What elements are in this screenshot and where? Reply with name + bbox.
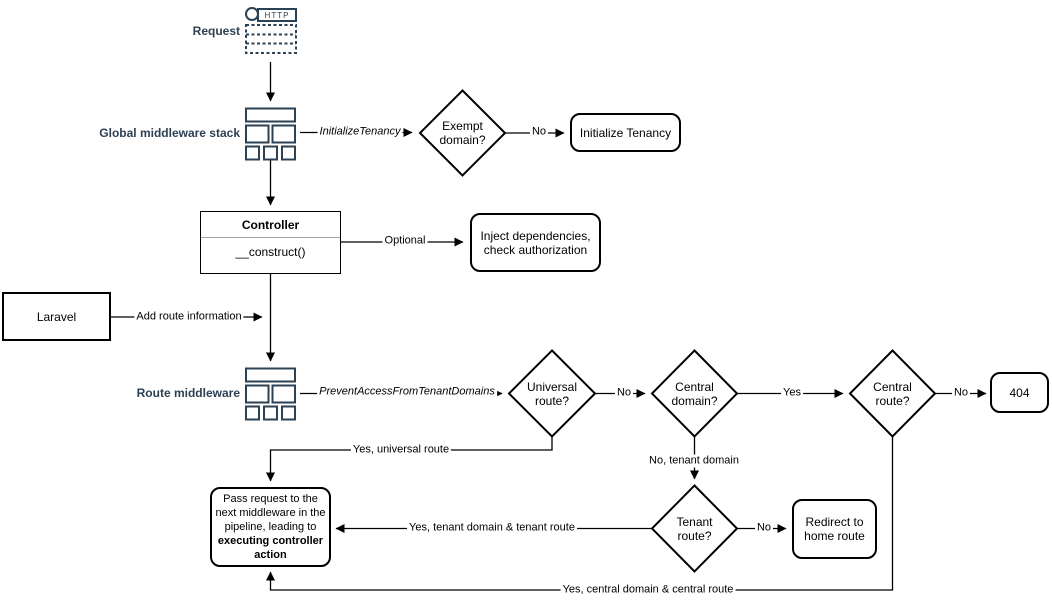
pass-request-text: Pass request to the next middleware in t… <box>212 490 329 564</box>
edge-label-exempt-no: No <box>529 125 549 139</box>
pass-request-text-normal: Pass request to the next middleware in t… <box>215 493 326 533</box>
edge-label-central-domain-yes: Yes <box>781 386 803 400</box>
tenant-route-text: Tenant route? <box>676 514 713 543</box>
edge-label-add-route-information: Add route information <box>134 310 244 324</box>
redirect-home-box: Redirect to home route <box>792 499 877 559</box>
inject-dependencies-box: Inject dependencies, check authorization <box>470 213 601 272</box>
tenant-route-diamond <box>650 484 739 573</box>
request-label: Request <box>192 24 240 38</box>
edge-label-optional: Optional <box>382 234 428 248</box>
edge-label-central-route-yes: Yes, central domain & central route <box>560 583 736 597</box>
pass-request-text-bold: executing controller action <box>217 535 324 561</box>
initialize-tenancy-box: Initialize Tenancy <box>570 113 681 152</box>
exempt-domain-diamond <box>418 89 507 177</box>
middleware-stack-icon-global <box>245 107 296 161</box>
not-found-box: 404 <box>990 372 1049 413</box>
edge-label-initialize-tenancy-middleware: InitializeTenancy <box>317 125 403 139</box>
central-route-diamond <box>848 349 937 438</box>
controller-box: Controller __construct() <box>200 211 341 274</box>
edge-label-tenant-yes: Yes, tenant domain & tenant route <box>407 521 577 535</box>
central-route-text: Central route? <box>873 379 912 408</box>
central-domain-text: Central domain? <box>671 379 718 408</box>
universal-route-diamond <box>507 349 597 438</box>
exempt-domain-text: Exempt domain? <box>439 119 486 147</box>
central-domain-diamond <box>650 349 739 438</box>
universal-route-text: Universal route? <box>526 379 577 408</box>
middleware-stack-icon-route <box>245 367 296 421</box>
global-middleware-label: Global middleware stack <box>99 126 240 140</box>
edge-label-universal-yes: Yes, universal route <box>350 443 452 457</box>
http-request-icon: HTTP <box>245 7 297 54</box>
controller-method: __construct() <box>201 237 340 259</box>
edge-label-tenant-no: No <box>754 521 774 535</box>
pass-request-box: Pass request to the next middleware in t… <box>210 487 331 567</box>
edge-label-central-domain-no: No, tenant domain <box>647 454 741 468</box>
edge-label-universal-no: No <box>614 386 634 400</box>
edge-label-central-route-no: No <box>951 386 971 400</box>
controller-title: Controller <box>241 217 300 232</box>
route-middleware-label: Route middleware <box>136 386 240 400</box>
edge-label-prevent-access-middleware: PreventAccessFromTenantDomains <box>317 385 497 399</box>
laravel-box: Laravel <box>2 292 111 341</box>
http-label: HTTP <box>265 11 290 20</box>
